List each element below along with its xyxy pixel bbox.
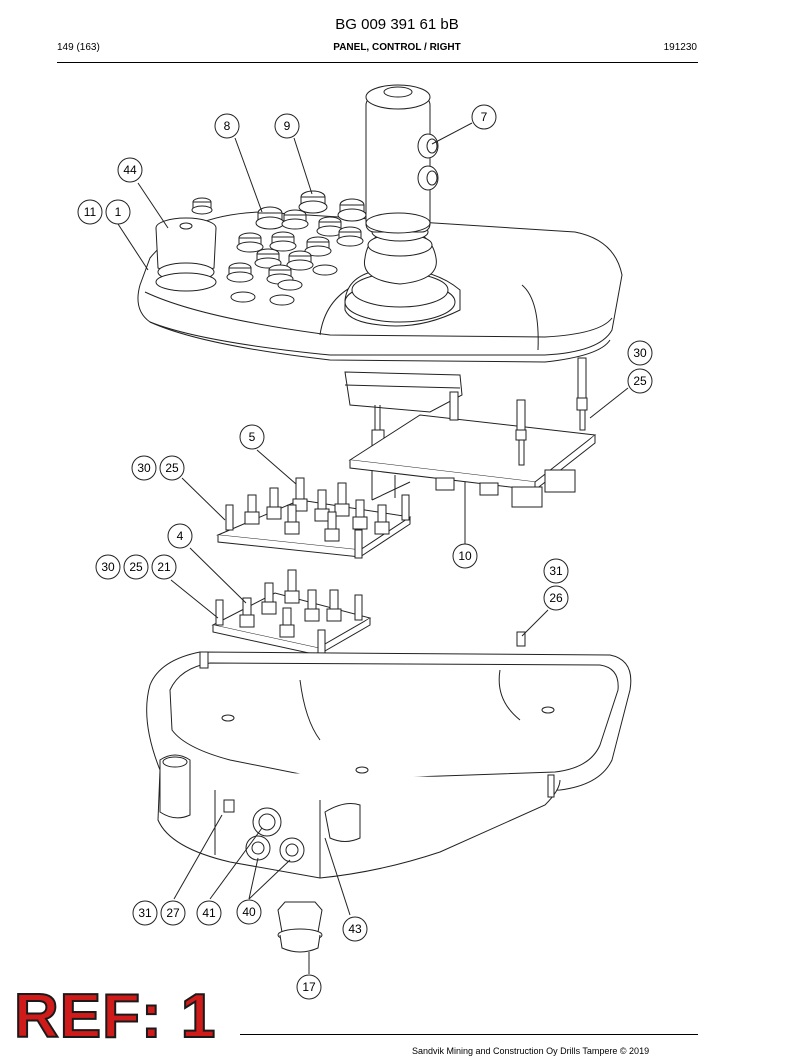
header-rule <box>57 62 698 63</box>
ref-stamp: REF: 1 <box>13 982 217 1051</box>
joystick <box>344 84 461 327</box>
svg-text:25: 25 <box>633 374 647 388</box>
svg-text:11: 11 <box>84 205 97 219</box>
callout-9: 9 <box>274 113 300 139</box>
leader-lines <box>117 122 629 974</box>
callout-1: 1 <box>105 199 131 225</box>
standoffs-30-25 <box>449 357 588 466</box>
callout-5: 5 <box>239 424 265 450</box>
svg-text:30: 30 <box>633 346 647 360</box>
callout-11: 11 <box>77 199 103 225</box>
callout-17: 17 <box>296 974 322 1000</box>
footer-rule <box>240 1034 698 1035</box>
callout-31-right: 31 <box>543 558 569 584</box>
svg-text:10: 10 <box>458 549 472 563</box>
svg-text:1: 1 <box>115 205 122 219</box>
svg-text:7: 7 <box>481 110 488 124</box>
callout-30-mid: 30 <box>131 455 157 481</box>
svg-text:4: 4 <box>177 529 184 543</box>
callout-40: 40 <box>236 899 262 925</box>
date-code: 191230 <box>663 42 697 53</box>
svg-text:8: 8 <box>224 119 231 133</box>
svg-text:5: 5 <box>249 430 256 444</box>
callout-25-low: 25 <box>123 554 149 580</box>
callout-27: 27 <box>160 900 186 926</box>
switches-board-5 <box>225 477 410 559</box>
lower-housing <box>146 631 632 879</box>
callout-25-top: 25 <box>627 368 653 394</box>
callout-41: 41 <box>196 900 222 926</box>
page-title: PANEL, CONTROL / RIGHT <box>333 42 461 53</box>
callout-7: 7 <box>471 104 497 130</box>
svg-text:30: 30 <box>137 461 151 475</box>
svg-text:27: 27 <box>166 906 180 920</box>
svg-text:17: 17 <box>302 980 316 994</box>
document-number: BG 009 391 61 bB <box>335 16 459 33</box>
page-number: 149 (163) <box>57 42 100 53</box>
svg-text:9: 9 <box>284 119 291 133</box>
circuit-board-10 <box>348 414 597 508</box>
callout-10: 10 <box>452 543 478 569</box>
svg-text:25: 25 <box>129 560 143 574</box>
svg-text:31: 31 <box>549 564 563 578</box>
svg-text:44: 44 <box>123 163 137 177</box>
callout-8: 8 <box>214 113 240 139</box>
cable-gland-17 <box>277 901 323 953</box>
callout-21: 21 <box>151 554 177 580</box>
svg-text:21: 21 <box>157 560 171 574</box>
callout-4: 4 <box>167 523 193 549</box>
footer-copyright: Sandvik Mining and Construction Oy Drill… <box>412 1046 650 1056</box>
svg-text:30: 30 <box>101 560 115 574</box>
switches-board-4 <box>215 569 363 659</box>
svg-text:31: 31 <box>138 906 152 920</box>
callout-30-low: 30 <box>95 554 121 580</box>
svg-text:25: 25 <box>165 461 179 475</box>
svg-text:40: 40 <box>242 905 256 919</box>
callout-31-bottom: 31 <box>132 900 158 926</box>
knob-44 <box>155 217 217 292</box>
callout-30-top: 30 <box>627 340 653 366</box>
connectors <box>223 799 305 863</box>
panel-buttons <box>191 190 367 306</box>
svg-text:41: 41 <box>202 906 216 920</box>
svg-text:26: 26 <box>549 591 563 605</box>
callout-26: 26 <box>543 585 569 611</box>
callout-43: 43 <box>342 916 368 942</box>
callout-44: 44 <box>117 157 143 183</box>
callout-25-mid: 25 <box>159 455 185 481</box>
svg-text:43: 43 <box>348 922 362 936</box>
